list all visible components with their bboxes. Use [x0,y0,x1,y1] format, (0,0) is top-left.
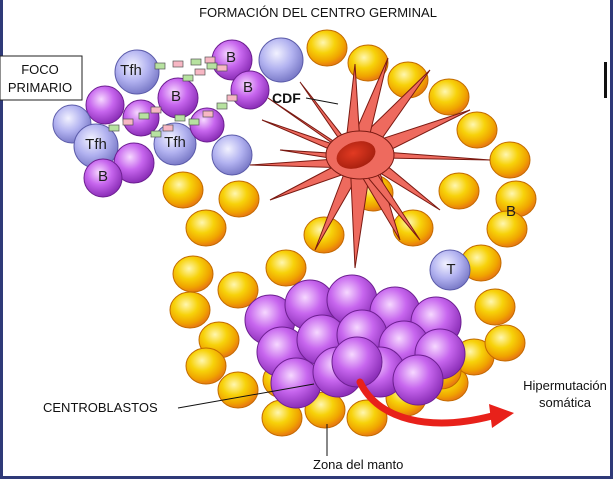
mantle-cell-4 [428,78,470,116]
b-label-5: B [506,203,516,220]
centroblast-15 [331,336,383,388]
b-label-1: B [226,49,236,66]
mantle-cell-5 [456,111,498,149]
synapse-bead [150,130,162,138]
hipermutacion-label-line2: somática [539,395,592,410]
primary-focus-cells [52,37,471,291]
b-label-3: B [243,79,253,96]
b-cell-c [85,85,125,125]
synapse-bead [216,64,228,72]
mantle-cell-21 [185,347,227,385]
tfh-label-2: Tfh [85,136,107,153]
frame-border-left [0,0,3,479]
cdf-label: CDF [272,90,301,106]
hypermutation-arrow [356,378,514,428]
synapse-bead [202,110,214,118]
cell-labels: Tfh Tfh Tfh B B B B B T [85,49,516,278]
foco-primario-box: FOCO PRIMARIO [0,55,83,101]
b-label-4: B [98,168,108,185]
synapse-bead [150,106,162,114]
centroblastos-leader-line [177,383,315,409]
mantle-cell-22 [217,371,259,409]
diagram-title: FORMACIÓN DEL CENTRO GERMINAL [199,5,437,20]
frame-edge-mark [604,62,607,98]
tfh-cell-a [258,37,304,83]
foco-primario-label-line1: FOCO [21,62,59,77]
frame-border-bottom [0,476,613,479]
mantle-zone-cells [162,29,537,437]
foco-primario-label-line2: PRIMARIO [8,80,72,95]
tfh-label-1: Tfh [120,62,142,79]
mantle-cell-8 [486,210,528,248]
synapse-bead [190,58,202,66]
b-label-2: B [171,88,181,105]
b-cell-g [83,158,123,198]
tfh-cell-b [114,49,160,95]
b-cell-b [230,70,270,110]
tfh-cell-e [153,122,197,166]
t-cell [429,249,471,291]
mantle-cell-18 [217,271,259,309]
synapse-bead [206,62,218,70]
mantle-cell-15 [185,209,227,247]
zona-del-manto-label: Zona del manto [313,457,403,472]
tfh-label-3: Tfh [164,134,186,151]
synapse-bead [162,124,174,132]
synapse-bead [182,74,194,82]
t-label: T [446,261,455,278]
synapse-bead [216,102,228,110]
synapse-bead [204,56,216,64]
centroblastos-label: CENTROBLASTOS [43,400,158,415]
synapse-bead [138,112,150,120]
mantle-cell-29 [484,324,526,362]
synapse-bead [172,60,184,68]
mantle-cell-30 [474,288,516,326]
mantle-cell-13 [265,249,307,287]
mantle-cell-1 [306,29,348,67]
mantle-cell-9 [438,172,480,210]
synapse-bead [122,118,134,126]
mantle-cell-2 [347,44,389,82]
hipermutacion-label-line1: Hipermutación [523,378,607,393]
synapse-bead [194,68,206,76]
mantle-cell-17 [172,255,214,293]
tfh-cell-f [211,134,253,176]
synapse-bead [108,124,120,132]
cdf-leader-line [305,97,339,105]
mantle-cell-6 [489,141,531,179]
synapse-bead [174,114,186,122]
synapse-bead [154,62,166,70]
synapse-bead [188,118,200,126]
mantle-cell-16 [162,171,204,209]
mantle-cell-19 [169,291,211,329]
mantle-cell-25 [346,399,388,437]
mantle-cell-14 [218,180,260,218]
synapse-bead [226,94,238,102]
tfh-b-synapses [108,56,238,138]
centroblast-cells [244,274,466,409]
centroblast-14 [392,354,444,406]
frame-border-right [610,0,613,479]
follicular-dendritic-cell [249,57,491,269]
